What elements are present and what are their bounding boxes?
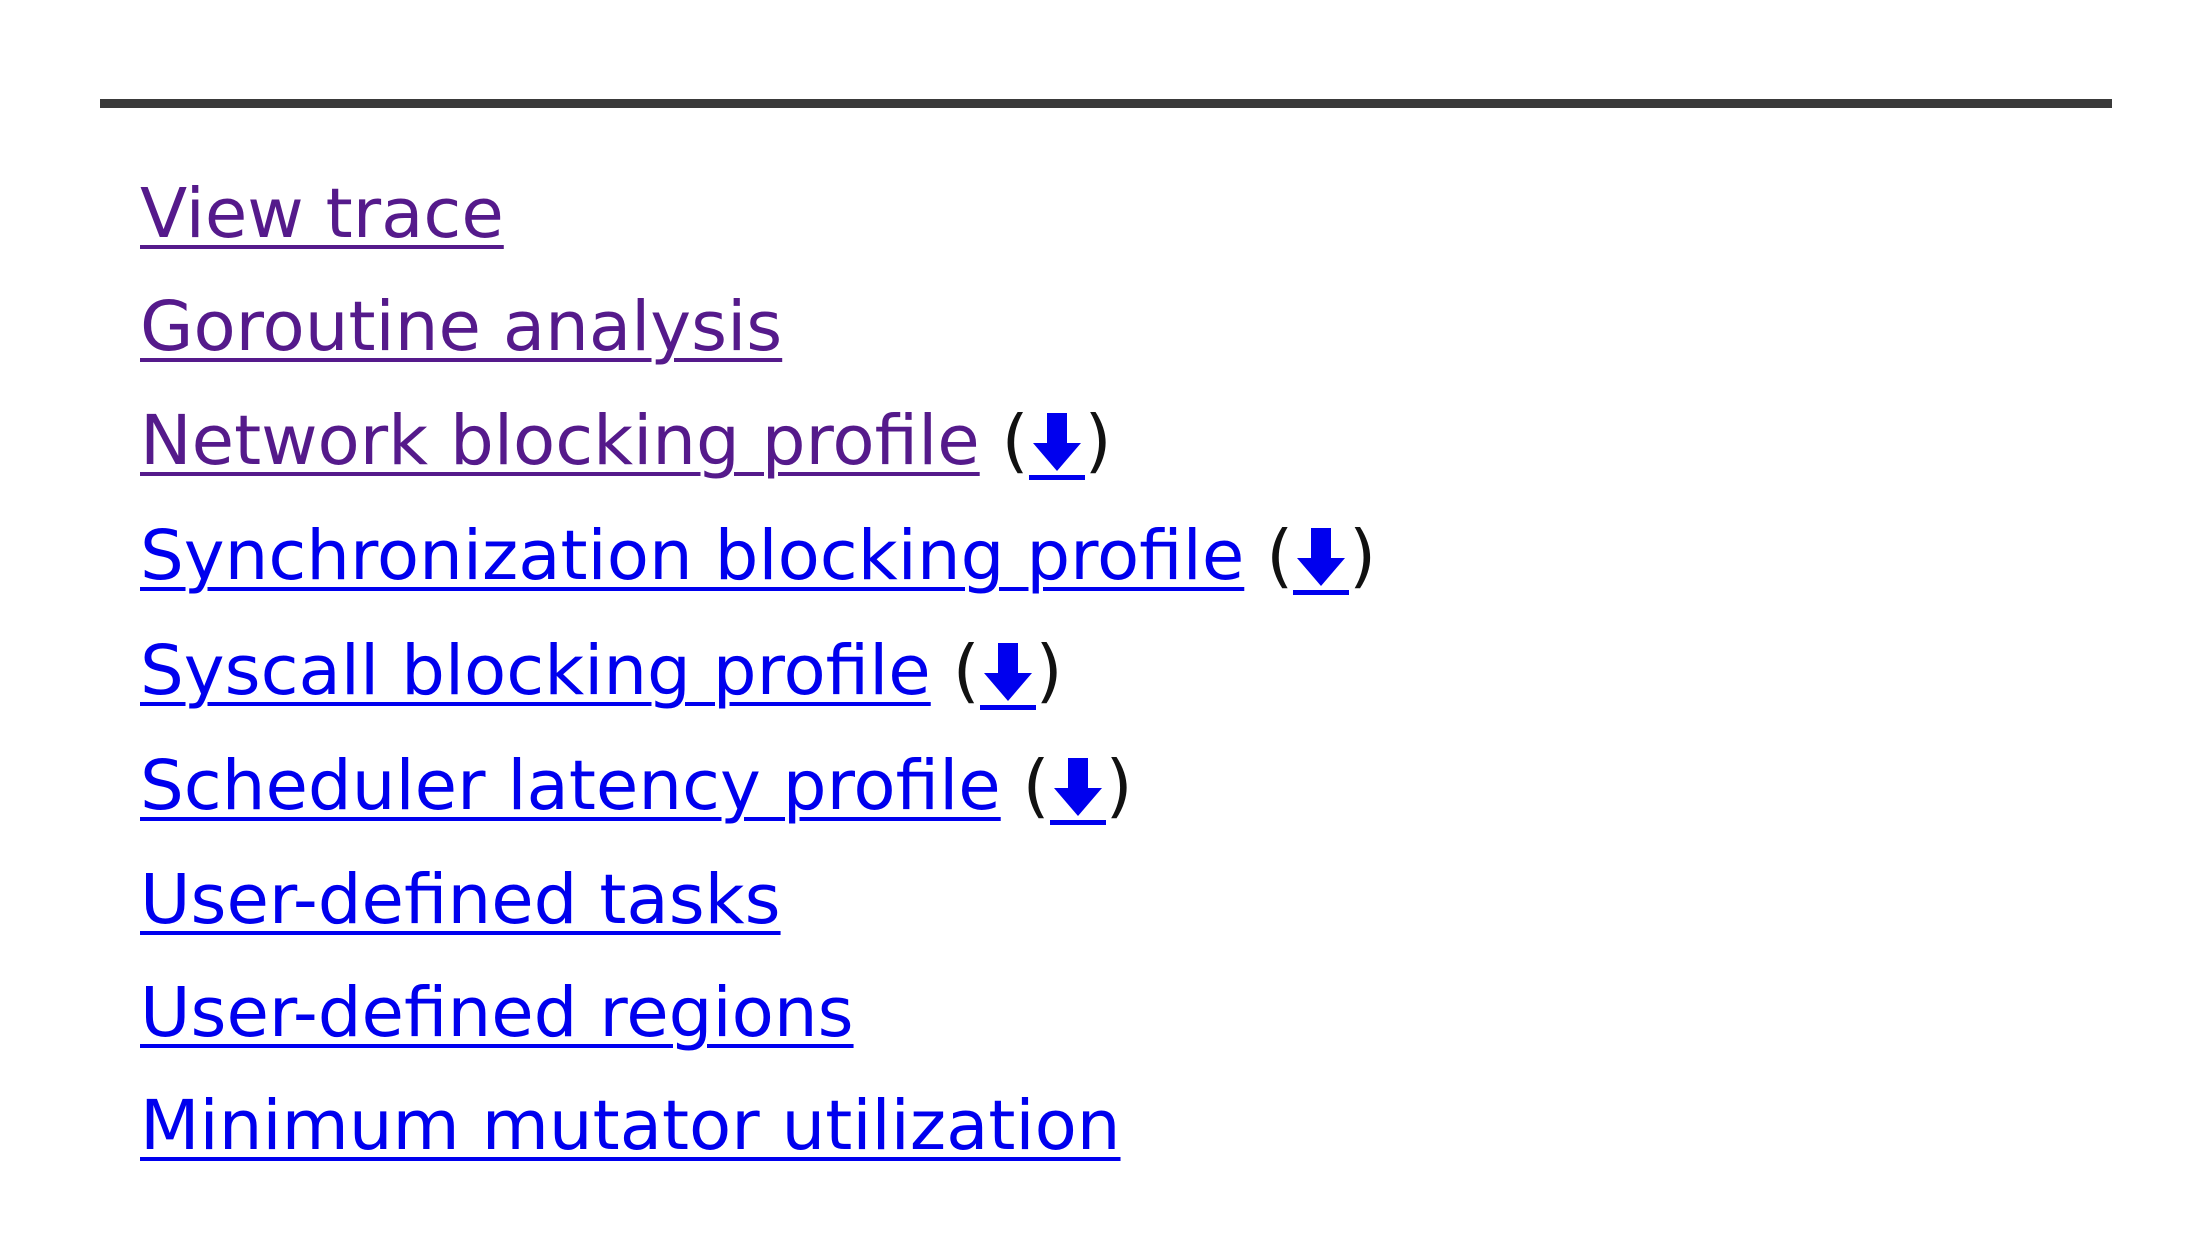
list-item: Goroutine analysis: [140, 271, 1376, 384]
list-item: Minimum mutator utilization: [140, 1070, 1376, 1183]
list-item: View trace: [140, 158, 1376, 271]
list-item: Syscall blocking profile (): [140, 614, 1376, 729]
network-blocking-profile-download-link[interactable]: [1028, 409, 1085, 481]
download-arrow-icon: [1293, 527, 1350, 595]
network-blocking-profile-link[interactable]: Network blocking profile: [140, 401, 980, 481]
list-item: Network blocking profile (): [140, 384, 1376, 499]
synchronization-blocking-profile-download-link[interactable]: [1293, 524, 1350, 596]
user-defined-regions-link[interactable]: User-defined regions: [140, 973, 854, 1053]
close-paren: ): [1084, 401, 1112, 481]
list-item: User-defined tasks: [140, 844, 1376, 957]
download-arrow-icon: [979, 642, 1036, 710]
close-paren: ): [1349, 516, 1377, 596]
open-paren: (: [952, 631, 980, 711]
goroutine-analysis-link[interactable]: Goroutine analysis: [140, 287, 783, 367]
list-item: Scheduler latency profile (): [140, 729, 1376, 844]
horizontal-rule: [100, 99, 2112, 108]
open-paren: (: [1266, 516, 1294, 596]
list-item: Synchronization blocking profile (): [140, 499, 1376, 614]
synchronization-blocking-profile-link[interactable]: Synchronization blocking profile: [140, 516, 1245, 596]
view-trace-link[interactable]: View trace: [140, 174, 504, 254]
open-paren: (: [1022, 746, 1050, 826]
download-arrow-icon: [1049, 757, 1106, 825]
open-paren: (: [1001, 401, 1029, 481]
trace-link-list: View trace Goroutine analysis Network bl…: [140, 158, 1376, 1183]
user-defined-tasks-link[interactable]: User-defined tasks: [140, 860, 781, 940]
list-item: User-defined regions: [140, 957, 1376, 1070]
close-paren: ): [1035, 631, 1063, 711]
syscall-blocking-profile-download-link[interactable]: [979, 639, 1036, 711]
download-arrow-icon: [1028, 412, 1085, 480]
minimum-mutator-utilization-link[interactable]: Minimum mutator utilization: [140, 1086, 1121, 1166]
close-paren: ): [1105, 746, 1133, 826]
scheduler-latency-profile-link[interactable]: Scheduler latency profile: [140, 746, 1001, 826]
scheduler-latency-profile-download-link[interactable]: [1049, 754, 1106, 826]
syscall-blocking-profile-link[interactable]: Syscall blocking profile: [140, 631, 931, 711]
